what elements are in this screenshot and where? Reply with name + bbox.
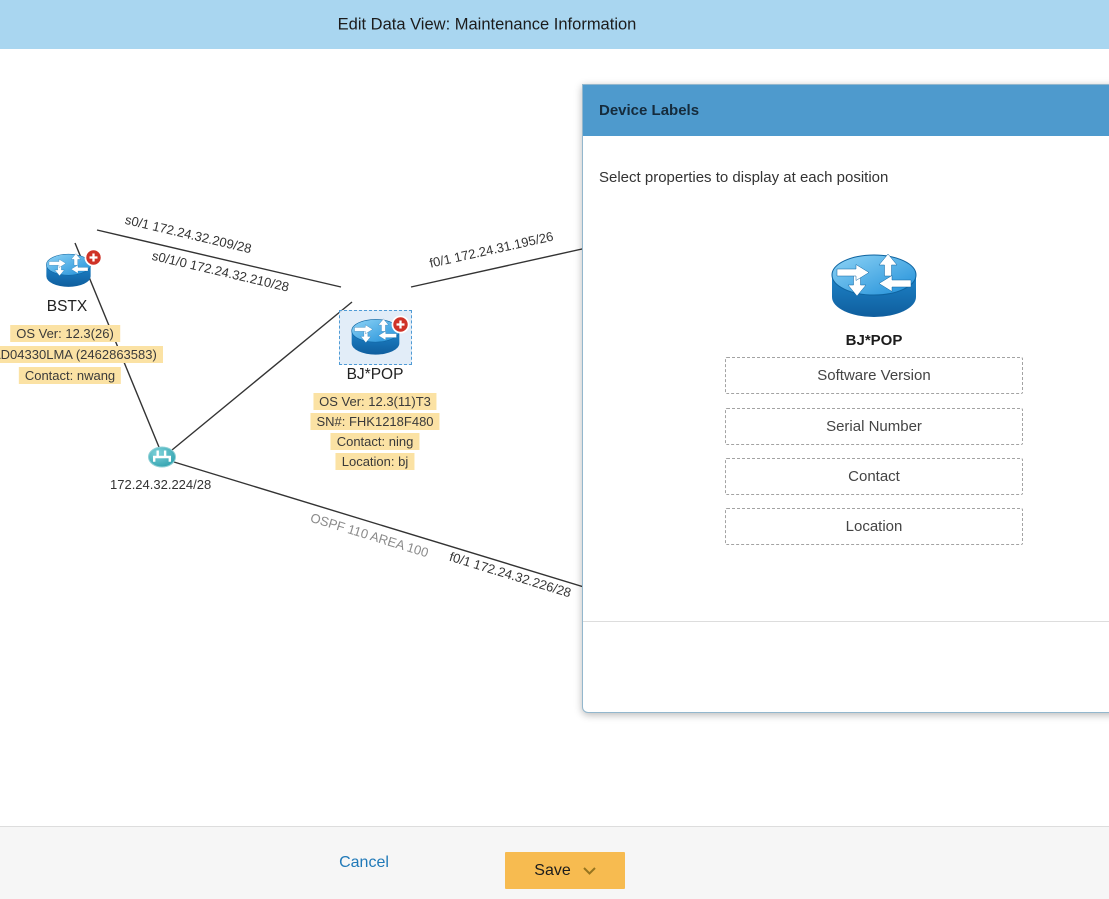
panel-instruction: Select properties to display at each pos… <box>599 169 889 186</box>
panel-header: Device Labels <box>583 85 1109 136</box>
panel-footer <box>583 621 1109 712</box>
device-property-label: OS Ver: 12.3(11)T3 <box>313 393 437 410</box>
device-property-label: SN#: FHK1218F480 <box>310 413 440 430</box>
panel-device-name: BJ*POP <box>845 332 903 349</box>
subnet-node[interactable] <box>148 446 176 468</box>
device-name-bstx[interactable]: BSTX <box>46 298 88 315</box>
dialog-title: Edit Data View: Maintenance Information <box>337 15 637 33</box>
topology-canvas: BSTX OS Ver: 12.3(26) AD04330LMA (246286… <box>0 49 1109 826</box>
panel-title: Device Labels <box>599 102 700 119</box>
device-name-bjpop[interactable]: BJ*POP <box>346 366 404 383</box>
dialog-header: Edit Data View: Maintenance Information <box>0 0 1109 49</box>
chevron-down-icon <box>583 866 596 875</box>
device-labels-panel: Device Labels Select properties to displ… <box>582 84 1109 713</box>
action-bar: Cancel Save <box>0 826 1109 899</box>
save-button[interactable]: Save <box>505 852 625 889</box>
save-button-label: Save <box>534 861 571 879</box>
property-slot-location[interactable]: Location <box>725 508 1023 545</box>
device-property-label: AD04330LMA (2462863583) <box>0 346 163 363</box>
panel-device-preview: BJ*POP <box>824 249 924 349</box>
alert-plus-badge-icon <box>391 315 410 334</box>
device-property-label: Location: bj <box>335 453 415 470</box>
device-property-label: OS Ver: 12.3(26) <box>10 325 120 342</box>
alert-plus-badge-icon <box>84 248 103 267</box>
device-property-label: Contact: nwang <box>18 367 122 384</box>
property-slot-serial-number[interactable]: Serial Number <box>725 408 1023 445</box>
property-slot-software-version[interactable]: Software Version <box>725 357 1023 394</box>
property-slot-contact[interactable]: Contact <box>725 458 1023 495</box>
cancel-button[interactable]: Cancel <box>339 854 389 871</box>
device-property-labels: OS Ver: 12.3(11)T3 SN#: FHK1218F480 Cont… <box>310 393 440 470</box>
device-property-label: Contact: ning <box>330 433 420 450</box>
panel-body: Select properties to display at each pos… <box>583 136 1109 621</box>
subnet-label: 172.24.32.224/28 <box>110 477 212 492</box>
router-icon-large <box>831 253 917 317</box>
router-icon-bjpop[interactable] <box>347 316 404 358</box>
